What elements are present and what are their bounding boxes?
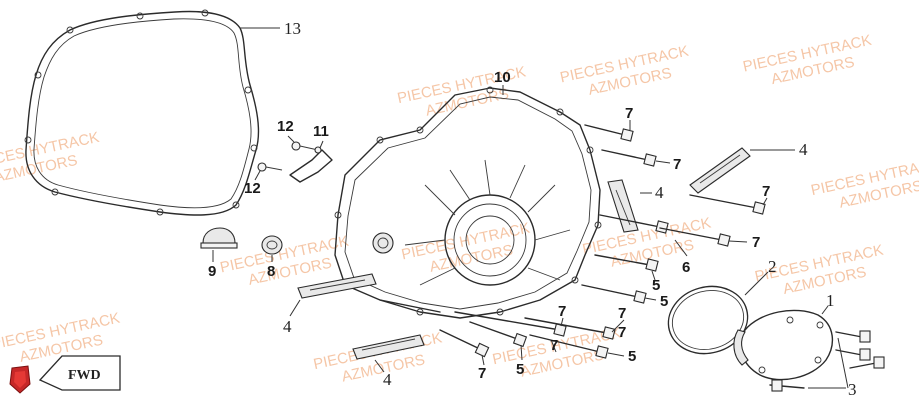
gasket-part-13 <box>24 9 260 216</box>
bolt-group <box>379 124 766 359</box>
leader-line-4a <box>289 299 301 317</box>
leader-line-5c <box>607 352 625 357</box>
leader-line-7h <box>551 341 557 353</box>
part-label-1: 1 <box>826 291 835 310</box>
leader-line-5d <box>520 344 523 361</box>
fwd-label: FWD <box>68 368 101 383</box>
watermark-group: PIECES HYTRACK AZMOTORS PIECES HYTRACK A… <box>0 32 919 386</box>
leader-line-4b <box>374 359 385 373</box>
leader-line-2 <box>744 271 769 296</box>
part-label-5d: 5 <box>516 361 524 378</box>
part-label-8: 8 <box>267 263 275 280</box>
part-label-4c: 4 <box>655 183 664 202</box>
part-label-7b: 7 <box>673 156 681 173</box>
screw-part-12 <box>257 162 283 172</box>
plug-part-9 <box>200 227 238 249</box>
part-label-12b: 12 <box>244 180 261 197</box>
leader-line-12b <box>254 170 261 181</box>
leader-line-7e <box>560 317 564 327</box>
leader-line-7c <box>762 197 768 206</box>
part-label-2: 2 <box>768 257 777 276</box>
part-label-7g: 7 <box>478 365 486 382</box>
clip-part-4 <box>297 147 751 360</box>
bolt-part-3 <box>769 330 885 392</box>
part-label-7i: 7 <box>618 324 626 341</box>
forward-direction-arrow: FWD <box>38 355 121 391</box>
part-label-13: 13 <box>284 19 301 38</box>
small-cover-part-1 <box>733 309 834 381</box>
bracket-part-11 <box>289 141 333 183</box>
part-label-3: 3 <box>848 380 857 399</box>
leader-line-12a <box>287 135 295 143</box>
oring-part-8 <box>261 235 283 255</box>
part-label-4a: 4 <box>283 317 292 336</box>
part-label-12a: 12 <box>277 118 294 135</box>
shield-logo-icon <box>9 365 31 394</box>
part-label-7e: 7 <box>558 303 566 320</box>
part-label-7f: 7 <box>618 305 626 322</box>
leader-line-7b <box>655 160 671 164</box>
leader-line-7f <box>611 319 625 333</box>
part-label-7a: 7 <box>625 105 633 122</box>
leader-line-5a <box>651 270 656 281</box>
part-label-7c: 7 <box>762 183 770 200</box>
leader-line-7g <box>481 354 485 366</box>
part-label-5b: 5 <box>660 293 668 310</box>
leader-line-6 <box>674 239 688 257</box>
leader-line-7d <box>728 240 748 243</box>
part-label-6: 6 <box>682 259 690 276</box>
leader-line-11 <box>319 140 324 149</box>
leader-line-3a <box>837 337 849 389</box>
leader-line-1 <box>821 305 829 315</box>
part-label-4b: 4 <box>383 370 392 389</box>
part-label-7h: 7 <box>550 337 558 354</box>
part-label-11: 11 <box>313 123 329 140</box>
part-label-10: 10 <box>494 69 511 86</box>
leader-line-5b <box>644 297 657 301</box>
part-label-5a: 5 <box>652 277 660 294</box>
part-label-5c: 5 <box>628 348 636 365</box>
part-label-9: 9 <box>208 263 216 280</box>
part-label-7d: 7 <box>752 234 760 251</box>
oring-part-2 <box>667 285 749 355</box>
part-label-4d: 4 <box>799 140 808 159</box>
